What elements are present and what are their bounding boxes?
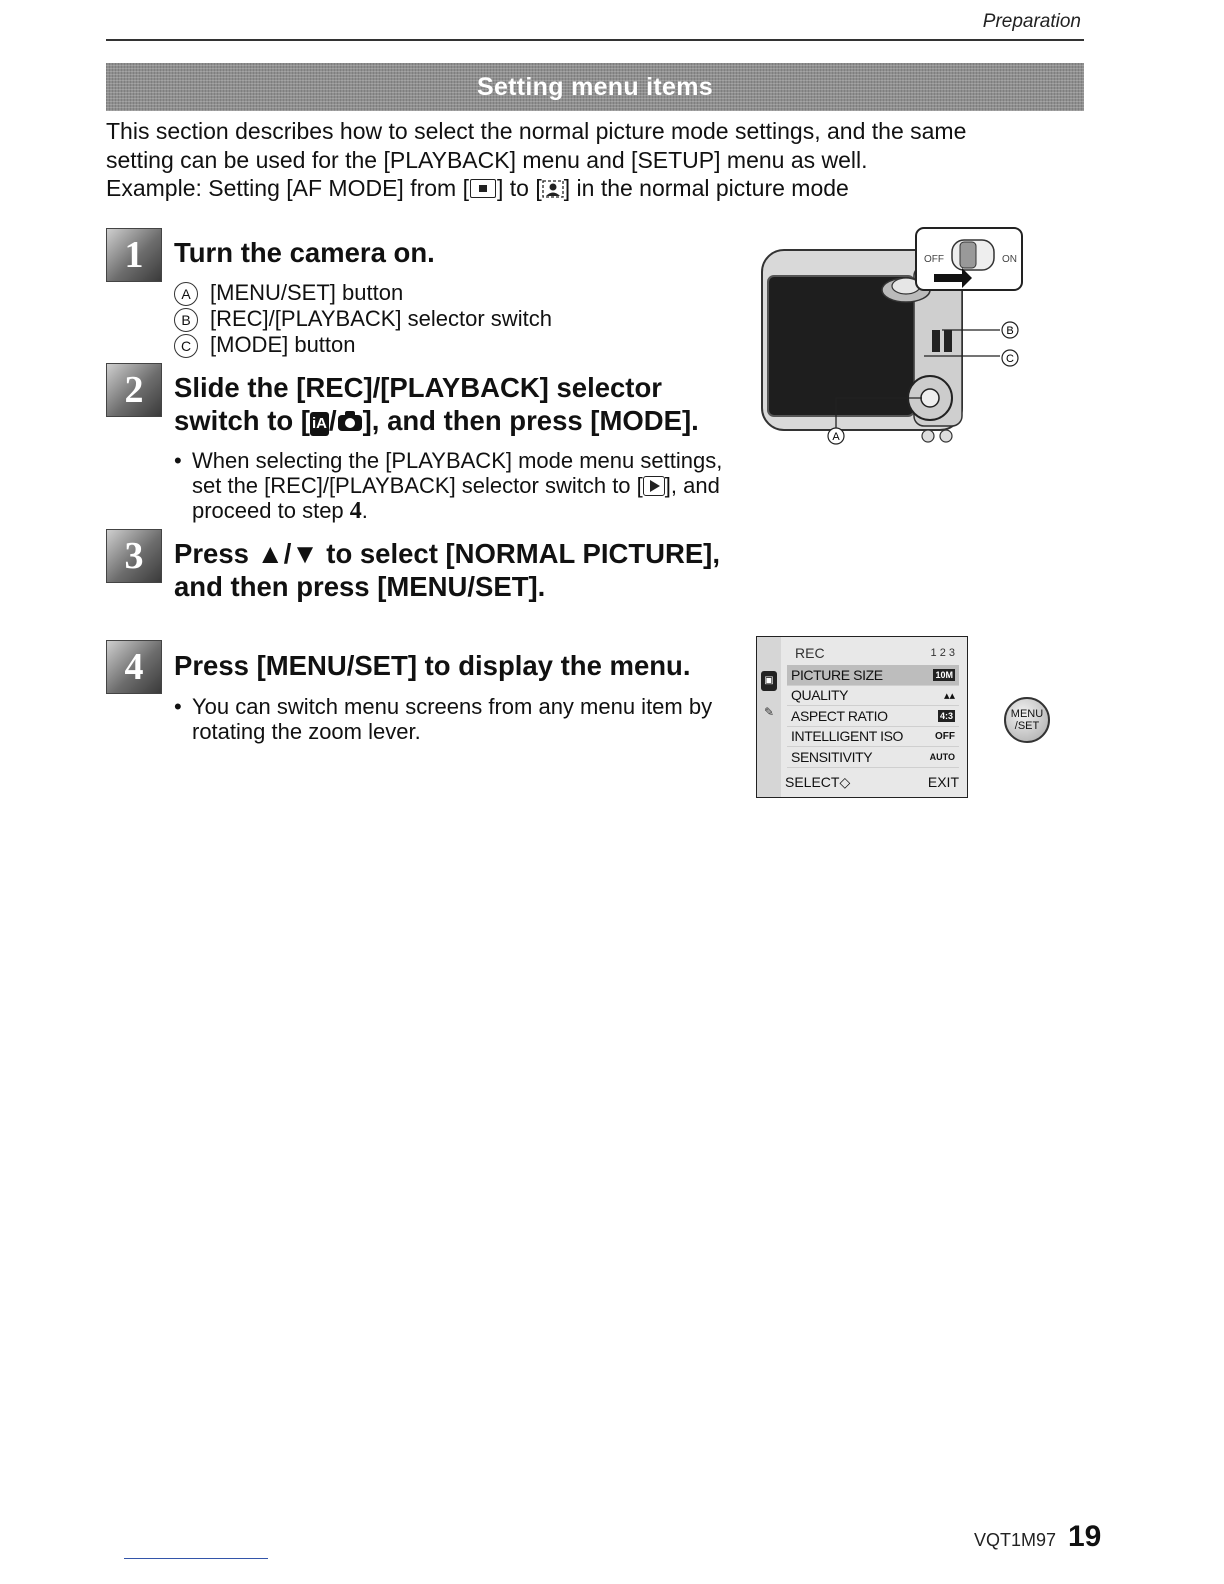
rec-tab-icon: ▣ [761, 671, 777, 691]
step-1-item-a-text: [MENU/SET] button [210, 280, 404, 305]
step-4-bullet-text: You can switch menu screens from any men… [192, 694, 712, 744]
step-2-bullet: • When selecting the [PLAYBACK] mode men… [174, 448, 754, 524]
menu-select-hint: SELECT◇ [785, 774, 851, 790]
step-3-title-line-1: Press ▲/▼ to select [NORMAL PICTURE], [174, 538, 720, 569]
step-2-bullet-line-2-b: ], and [664, 473, 720, 498]
intro-text: This section describes how to select the… [106, 117, 1066, 203]
af-single-area-icon [470, 179, 496, 198]
step-4-bullet-line-2: rotating the zoom lever. [192, 719, 421, 744]
step-2-bullet-line-3-a: proceed to step [192, 498, 350, 523]
step-2-bullet-text: When selecting the [PLAYBACK] mode menu … [192, 448, 722, 524]
intro-line-3-a: Example: Setting [AF MODE] from [ [106, 175, 469, 201]
header-rule [106, 39, 1084, 41]
step-2-bullet-line-3: proceed to step 4. [192, 498, 722, 524]
menu-item-value: 10M [933, 668, 955, 681]
callout-c: C [1006, 353, 1014, 365]
step-1-number: 1 [106, 228, 162, 282]
step-4-number: 4 [106, 640, 162, 694]
intro-line-3-b: ] to [ [497, 175, 542, 201]
model-code: VQT1M97 [974, 1530, 1057, 1550]
section-label: Preparation [982, 11, 1081, 32]
step-1-title: Turn the camera on. [174, 237, 435, 268]
menu-set-line-1: MENU [1010, 708, 1044, 720]
intro-line-2: setting can be used for the [PLAYBACK] m… [106, 146, 868, 173]
step-2-bullet-line-3-end: . [361, 498, 368, 523]
step-2-bullet-line-2: set the [REC]/[PLAYBACK] selector switch… [192, 473, 722, 498]
step-3-title: Press ▲/▼ to select [NORMAL PICTURE], an… [174, 537, 774, 603]
rec-menu-screen: ▣ ✎ REC 1 2 3 PICTURE SIZE 10M QUALITY ▴▴ … [756, 636, 968, 798]
step-4-bullet: • You can switch menu screens from any m… [174, 694, 744, 744]
quality-icon: ▴▴ [943, 689, 955, 702]
step-2-title-line-2-a: switch to [ [174, 405, 310, 436]
menu-item-value: AUTO [929, 751, 955, 762]
menu-item-sensitivity[interactable]: SENSITIVITY AUTO [787, 747, 959, 768]
step-1-item-a: A [MENU/SET] button [174, 280, 734, 306]
page-title: Setting menu items [477, 72, 713, 101]
step-2-title-line-1: Slide the [REC]/[PLAYBACK] selector [174, 372, 662, 403]
menu-side-tabs: ▣ ✎ [757, 637, 781, 797]
step-2-title-line-2-b: ], and then press [MODE]. [362, 405, 699, 436]
bullet-dot: • [174, 448, 182, 473]
menu-item-label: INTELLIGENT ISO [791, 728, 903, 745]
playback-icon [642, 476, 665, 496]
menu-item-label: ASPECT RATIO [791, 707, 888, 724]
callout-mark-b: B [174, 308, 198, 332]
step-4-title: Press [MENU/SET] to display the menu. [174, 650, 691, 681]
menu-item-label: PICTURE SIZE [791, 666, 883, 683]
step-3-title-line-2: and then press [MENU/SET]. [174, 571, 546, 602]
menu-exit-hint: EXIT [927, 774, 959, 790]
callout-mark-a: A [174, 282, 198, 306]
menu-set-button-icon: MENU /SET [1004, 697, 1050, 743]
step-1-items: A [MENU/SET] button B [REC]/[PLAYBACK] sel… [174, 280, 734, 358]
menu-page-indicator: 1 2 3 [930, 647, 955, 659]
step-2-number: 2 [106, 363, 162, 417]
intro-line-1: This section describes how to select the… [106, 118, 967, 144]
switch-off-label: OFF [924, 254, 944, 265]
camera-illustration: OFF ON B C A [761, 227, 1023, 445]
step-2-title: Slide the [REC]/[PLAYBACK] selector swit… [174, 371, 754, 437]
menu-item-label: SENSITIVITY [791, 748, 873, 765]
switch-on-label: ON [1002, 254, 1017, 265]
menu-item-intelligent-iso[interactable]: INTELLIGENT ISO OFF [787, 727, 959, 747]
callout-a: A [832, 431, 840, 443]
setup-tab-icon: ✎ [763, 705, 775, 719]
step-4-bullet-line-1: You can switch menu screens from any men… [192, 694, 713, 719]
camera-icon [337, 411, 362, 431]
intro-line-3: Example: Setting [AF MODE] from [ ] to []… [106, 174, 1066, 203]
menu-item-value: OFF [935, 730, 955, 742]
menu-item-label: QUALITY [791, 687, 849, 704]
footnote-rule [124, 1558, 268, 1559]
menu-heading: REC [795, 645, 825, 661]
bullet-dot: • [174, 694, 182, 719]
page-number: 19 [1068, 1520, 1102, 1553]
menu-item-aspect-ratio[interactable]: ASPECT RATIO 4:3 [787, 706, 959, 727]
step-2-title-line-2: switch to [iA/], and then press [MODE]. [174, 405, 699, 436]
callout-mark-c: C [174, 334, 198, 358]
step-1-item-b: B [REC]/[PLAYBACK] selector switch [174, 306, 734, 332]
step-reference-4: 4 [349, 498, 362, 524]
step-1-item-c: C [MODE] button [174, 332, 734, 358]
step-2-bullet-line-1: When selecting the [PLAYBACK] mode menu … [192, 448, 723, 473]
menu-item-value: 4:3 [937, 709, 955, 722]
menu-item-quality[interactable]: QUALITY ▴▴ [787, 686, 959, 706]
step-2-bullet-line-2-a: set the [REC]/[PLAYBACK] selector switch… [192, 473, 643, 498]
step-2-note: • When selecting the [PLAYBACK] mode men… [174, 448, 754, 524]
face-detection-icon [542, 180, 564, 198]
menu-footer: SELECT◇ EXIT [785, 774, 959, 791]
intelligent-auto-icon: iA [309, 412, 329, 436]
menu-item-picture-size[interactable]: PICTURE SIZE 10M [787, 665, 959, 686]
step-3-number: 3 [106, 529, 162, 583]
callout-b: B [1006, 325, 1013, 337]
step-1-item-b-text: [REC]/[PLAYBACK] selector switch [210, 306, 552, 331]
intro-line-3-c: ] in the normal picture mode [563, 175, 849, 201]
menu-items: PICTURE SIZE 10M QUALITY ▴▴ ASPECT RATIO 4:… [787, 665, 959, 768]
step-1-item-c-text: [MODE] button [210, 332, 356, 357]
title-band: Setting menu items [106, 63, 1084, 111]
step-4-note: • You can switch menu screens from any m… [174, 694, 744, 744]
menu-set-line-2: /SET [1014, 720, 1040, 732]
